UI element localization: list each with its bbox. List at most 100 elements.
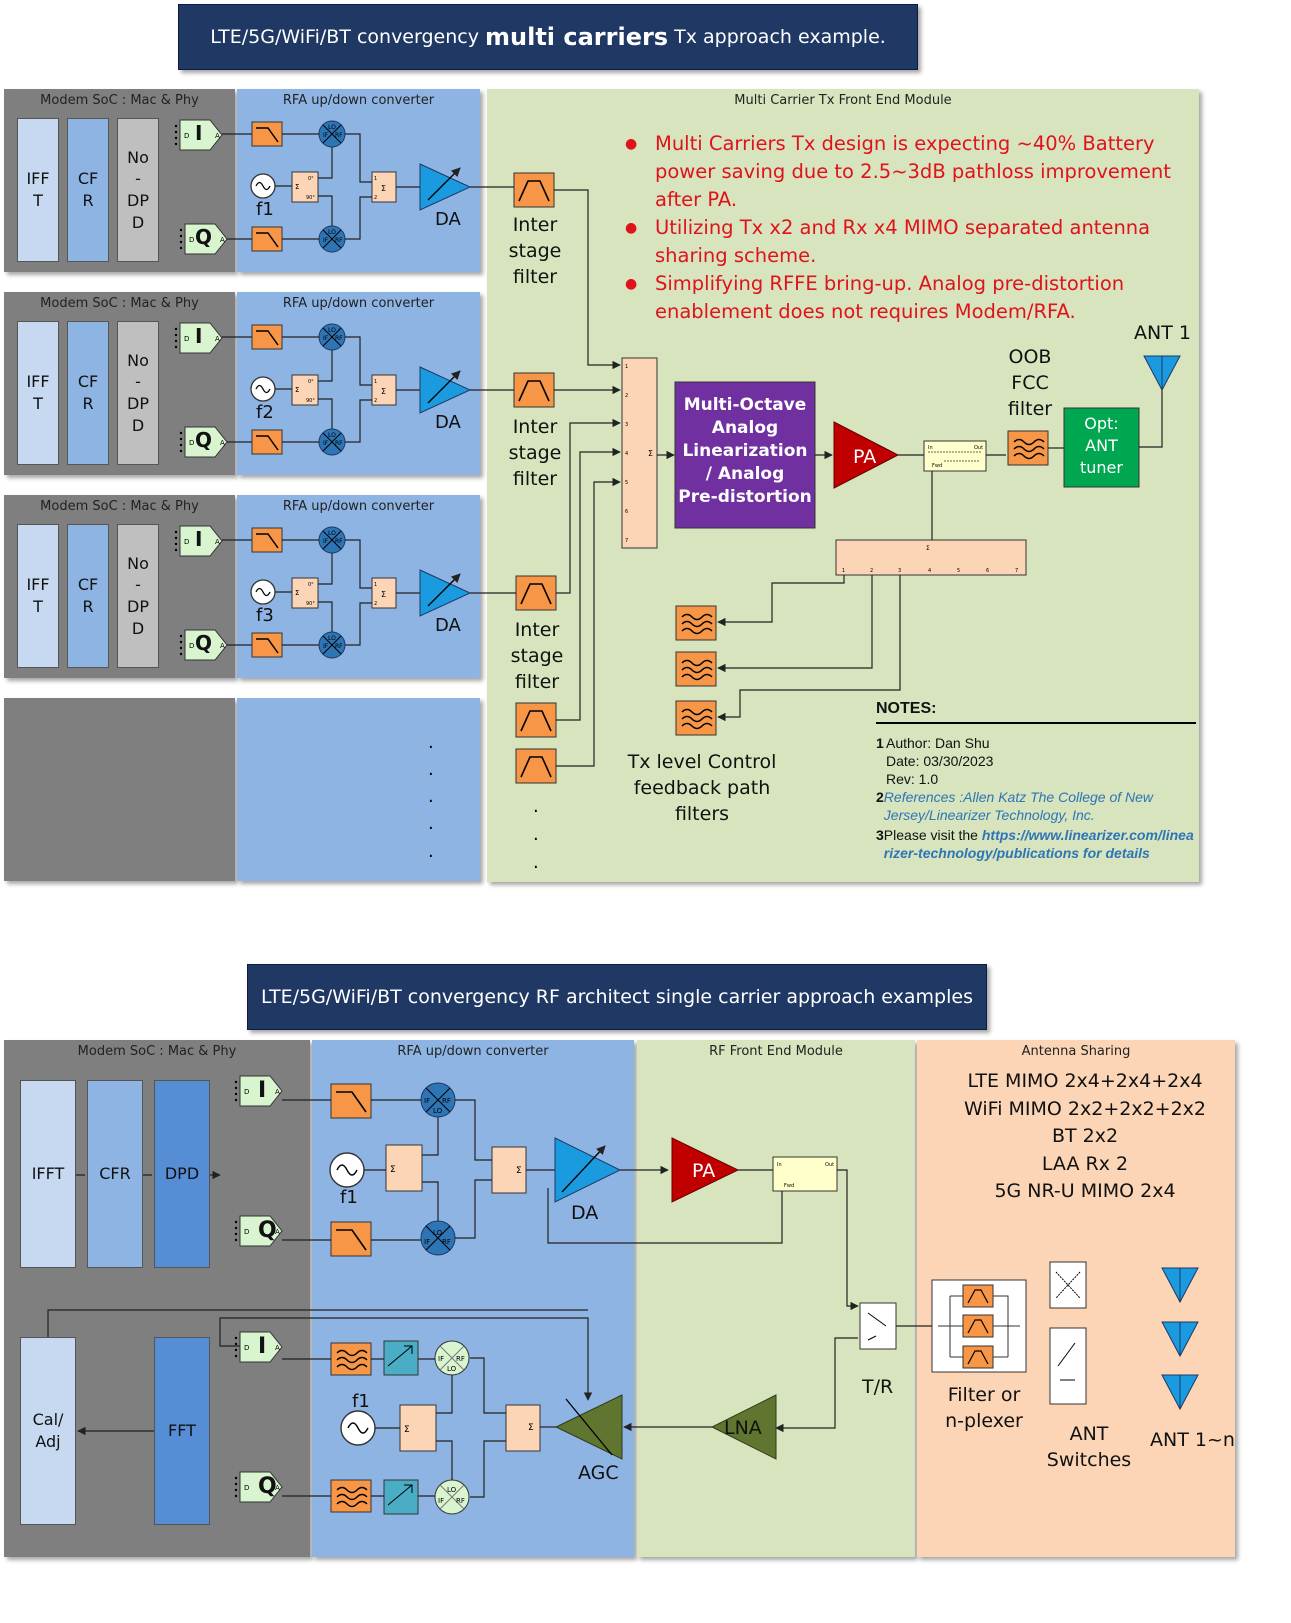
bullet-item: Simplifying RFFE bring-up. Analog pre-di… [625, 270, 1185, 326]
svg-text:.: . [428, 732, 434, 753]
top-rfa-row3-elements [174, 525, 420, 661]
bottom-dpd-block: DPD [154, 1080, 210, 1268]
svg-text:.: . [533, 796, 539, 817]
ant-1n-label: ANT 1~n [1150, 1429, 1235, 1451]
i-label: I [258, 1078, 267, 1103]
svg-text:1: 1 [842, 568, 845, 574]
multi-carrier-combiner: Σ 1 2 3 4 5 6 7 [621, 357, 658, 549]
bottom-fem-title: RF Front End Module [709, 1044, 843, 1059]
interstage-filter-4 [515, 702, 557, 738]
freq-label-f2: f2 [256, 402, 274, 423]
ifft-block-row3: IFF T [17, 524, 59, 668]
bottom-lna-label: LNA [724, 1417, 762, 1439]
ant-list-item: 5G NR-U MIMO 2x4 [994, 1180, 1176, 1202]
oob-fcc-filter-icon [1007, 430, 1049, 466]
design-bullets: Multi Carriers Tx design is expecting ~4… [625, 130, 1185, 326]
note-2: 2 References :Allen Katz The College of … [876, 788, 1196, 824]
bottom-tx-lpf-q [330, 1221, 372, 1257]
nodpd-block-row2: No - DP D [117, 321, 159, 465]
bottom-rx-sum [505, 1404, 541, 1452]
svg-text:Σ: Σ [528, 1423, 534, 1433]
ant-list-item: LAA Rx 2 [1041, 1152, 1129, 1175]
svg-text:In: In [777, 1162, 782, 1168]
fem-panel-title: Multi Carrier Tx Front End Module [734, 93, 952, 108]
top-pa-amplifier [833, 421, 900, 489]
bottom-fft-block: FFT [154, 1337, 210, 1525]
top-title-bold: multi carriers [485, 23, 669, 51]
svg-text:4: 4 [928, 568, 931, 574]
svg-text:RF: RF [442, 1097, 451, 1105]
interstage-filter-2 [513, 372, 555, 408]
i-label: I [195, 324, 203, 348]
bottom-directional-coupler [772, 1156, 838, 1192]
antenna-1-icon [1161, 1267, 1199, 1303]
q-label: Q [195, 428, 213, 452]
note-1: 1 Author: Dan Shu Date: 03/30/2023 Rev: … [876, 734, 1196, 788]
top-directional-coupler [923, 440, 987, 472]
bottom-pa-amplifier [671, 1137, 740, 1203]
rfa-panel-placeholder [237, 698, 480, 881]
svg-text:4: 4 [625, 451, 628, 457]
bottom-rfa-panel: RFA up/down converter [312, 1040, 634, 1557]
svg-text:IF: IF [438, 1497, 444, 1505]
antenna-2-icon [1161, 1321, 1199, 1357]
svg-text:1: 1 [625, 364, 628, 370]
note-date: Date: 03/30/2023 [886, 753, 994, 769]
freq-label-f3: f3 [256, 605, 274, 626]
ant-switches-label: ANT Switches [1046, 1423, 1132, 1472]
top-rfa-row1-elements [174, 119, 420, 255]
ifft-block-row1: IFF T [17, 118, 59, 262]
note-rev: Rev: 1.0 [886, 771, 939, 787]
publications-link[interactable]: https://www.linearizer.com/linearizer-te… [883, 827, 1194, 861]
antenna-sharing-list: LTE MIMO 2x4+2x4+2x4 WiFi MIMO 2x2+2x2+2… [930, 1068, 1240, 1206]
feedback-filters-label: Tx level Control feedback path filters [627, 751, 777, 826]
svg-text:3: 3 [625, 422, 628, 428]
interstage-filter-3 [515, 575, 557, 611]
freq-label-f1: f1 [256, 199, 274, 220]
da-amplifier-row2 [419, 366, 472, 414]
cfr-block-row1: CF R [67, 118, 109, 262]
bottom-cal-adj-block: Cal/ Adj [20, 1337, 76, 1525]
cfr-block-row2: CF R [67, 321, 109, 465]
svg-text:IF: IF [438, 1355, 444, 1363]
svg-text:6: 6 [986, 568, 989, 574]
ant1-icon [1143, 355, 1181, 391]
svg-text:RF: RF [456, 1497, 465, 1505]
svg-text:.: . [533, 824, 539, 845]
n-plexer-block [931, 1279, 1027, 1373]
bottom-rx-vga-i [383, 1340, 419, 1376]
note-3: 3 Please visit the https://www.linearize… [876, 826, 1196, 862]
antenna-3-icon [1161, 1374, 1199, 1410]
svg-text:IF: IF [424, 1097, 430, 1105]
ant-list-item: WiFi MIMO 2x2+2x2+2x2 [964, 1097, 1206, 1120]
continuation-dots: ..... ... [428, 732, 539, 873]
interstage-filter-1 [513, 172, 555, 208]
svg-text:Σ: Σ [516, 1166, 522, 1176]
interstage-filter-5 [515, 748, 557, 784]
bottom-da-amplifier [554, 1137, 622, 1203]
bottom-f1-tx-label: f1 [340, 1187, 358, 1208]
bottom-antenna-title: Antenna Sharing [1021, 1044, 1131, 1059]
svg-text:.: . [428, 759, 434, 780]
bottom-rfa-title: RFA up/down converter [397, 1044, 549, 1059]
svg-text:2: 2 [870, 568, 873, 574]
modem-panel-title: Modem SoC : Mac & Phy [40, 499, 199, 514]
rfa-panel-title: RFA up/down converter [282, 296, 435, 311]
filter-nplexer-label: Filter or n-plexer [945, 1384, 1023, 1433]
svg-text:Out: Out [825, 1162, 834, 1168]
bottom-tx-hybrid [385, 1144, 423, 1192]
interstage-label-1: Inter stage filter [508, 214, 562, 289]
svg-text:7: 7 [1015, 568, 1018, 574]
interstage-label-2: Inter stage filter [508, 416, 562, 491]
modem-panel-placeholder [4, 698, 235, 881]
q-label: Q [195, 631, 213, 655]
bottom-pa-label: PA [692, 1160, 716, 1182]
bottom-title: LTE/5G/WiFi/BT convergency RF architect … [261, 986, 973, 1008]
i-label: I [195, 527, 203, 551]
bottom-rx-vga-q [383, 1479, 419, 1515]
nodpd-block-row1: No - DP D [117, 118, 159, 262]
q-label: Q [258, 1218, 277, 1243]
da-label-row1: DA [435, 209, 461, 230]
feedback-filter-2 [675, 651, 717, 687]
